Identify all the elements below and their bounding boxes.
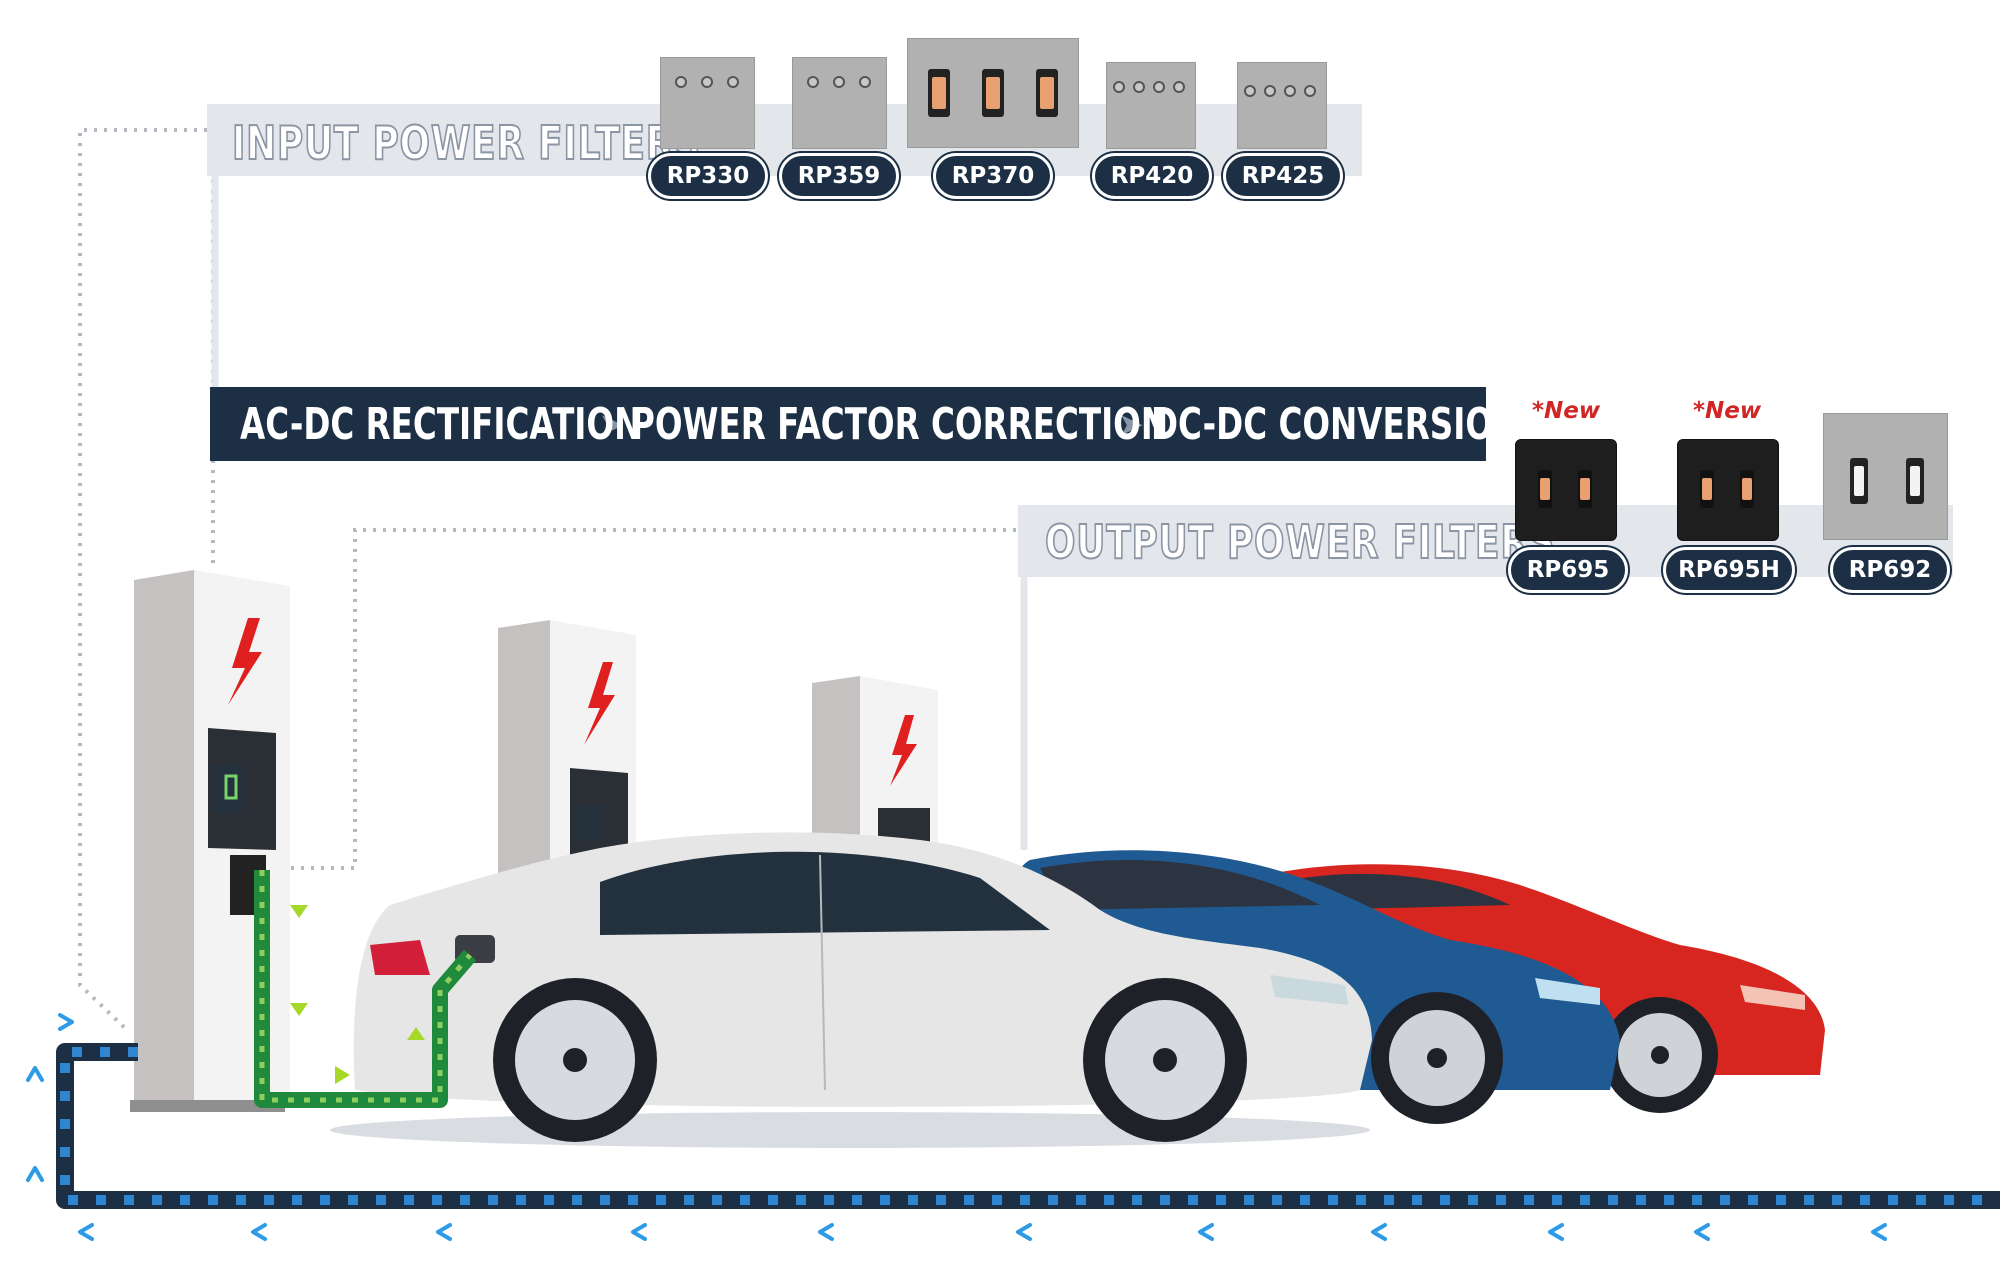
lightning-bolt-icon (584, 662, 615, 745)
charging-station-2 (498, 620, 636, 900)
step-dc-dc-conversion: DC-DC CONVERSION (1150, 398, 1521, 450)
step-ac-dc-rectification: AC-DC RECTIFICATION (240, 398, 642, 450)
model-label-rp695h: RP695H (1663, 547, 1795, 593)
model-label-rp692: RP692 (1830, 547, 1950, 593)
model-label-rp420: RP420 (1092, 153, 1212, 199)
new-badge-rp695: *New (1532, 398, 1601, 424)
model-label-rp330: RP330 (648, 153, 768, 199)
filter-device-rp692 (1823, 413, 1948, 540)
model-label-rp359: RP359 (779, 153, 899, 199)
new-badge-rp695h: *New (1693, 398, 1762, 424)
filter-device-rp695h (1677, 439, 1779, 541)
input-filters-title: INPUT POWER FILTERS (231, 115, 701, 171)
model-label-rp425: RP425 (1223, 153, 1343, 199)
flow-arrow-icon (290, 905, 425, 1084)
filter-device-rp370 (907, 38, 1079, 148)
filter-device-rp695 (1515, 439, 1617, 541)
filter-device-rp330 (660, 57, 755, 149)
filter-device-rp420 (1106, 62, 1196, 149)
lightning-bolt-icon (890, 715, 917, 786)
output-filters-title: OUTPUT POWER FILTERS (1044, 514, 1556, 570)
lightning-bolt-icon (228, 618, 262, 705)
step-arrow-icon: ➤ (1119, 408, 1143, 440)
white-car (353, 832, 1373, 1142)
output-filters-band (1018, 505, 1953, 577)
conversion-process-bar: AC-DC RECTIFICATION ➤ POWER FACTOR CORRE… (210, 387, 1521, 461)
flow-arrows (26, 1013, 1887, 1241)
filter-device-rp425 (1237, 62, 1327, 149)
charging-station-3 (812, 676, 938, 860)
model-label-rp695: RP695 (1508, 547, 1628, 593)
step-arrow-icon: ➤ (600, 408, 624, 440)
charging-cable (254, 870, 477, 1108)
filter-device-rp359 (792, 57, 887, 149)
power-line (56, 1043, 2000, 1209)
step-power-factor-correction: POWER FACTOR CORRECTION (631, 398, 1169, 450)
battery-icon (224, 774, 238, 800)
model-label-rp370: RP370 (933, 153, 1053, 199)
